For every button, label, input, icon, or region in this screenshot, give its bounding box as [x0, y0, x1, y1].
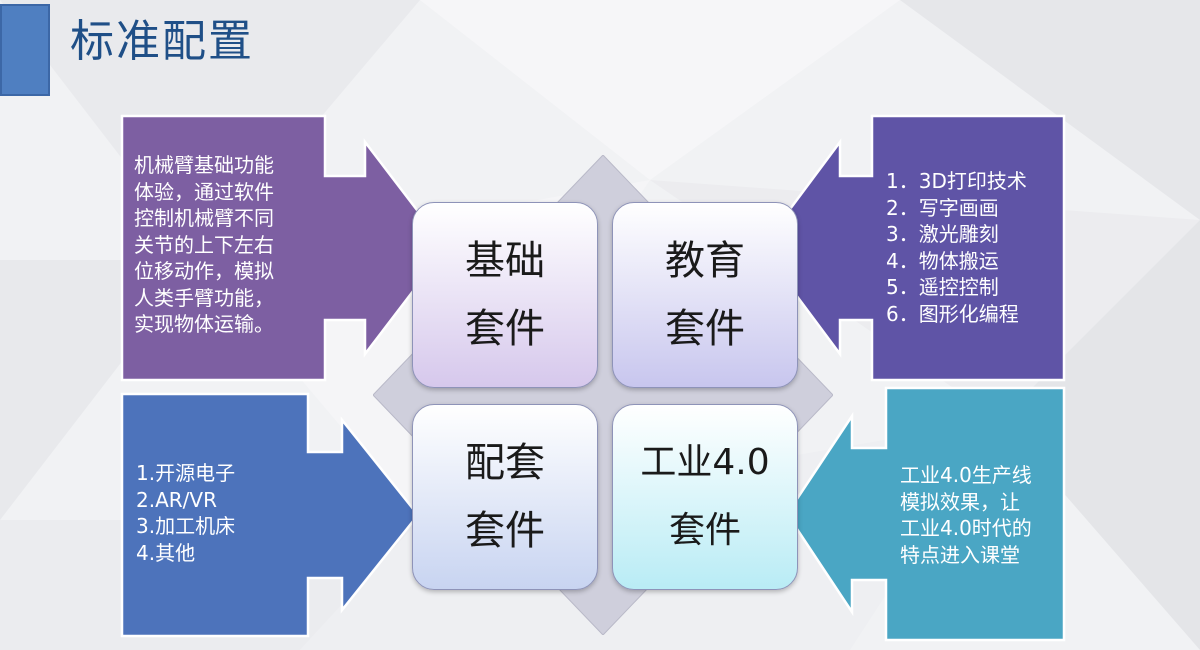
quadrant-education-line1: 教育	[665, 238, 745, 284]
callout-support-line: 1.开源电子	[136, 461, 236, 485]
callout-industry-line: 模拟效果，让	[900, 489, 1020, 514]
callout-basic-line: 实现物体运输。	[134, 312, 274, 336]
callout-support-shape	[120, 392, 420, 638]
callout-support-line: 4.其他	[136, 540, 196, 565]
callout-education-line: 5．遥控控制	[886, 275, 999, 299]
callout-basic-line: 关节的上下左右	[134, 232, 274, 257]
callout-basic-line: 控制机械臂不同	[134, 206, 274, 230]
quadrant-support-kit: 配套 套件	[412, 404, 598, 590]
callout-basic-line: 体验，通过软件	[134, 179, 274, 204]
quadrant-education-kit: 教育 套件	[612, 202, 798, 388]
page-title: 标准配置	[70, 16, 254, 67]
quadrant-basic-line1: 基础	[465, 238, 545, 284]
callout-education-line: 4．物体搬运	[886, 248, 999, 273]
callout-support-line: 2.AR/VR	[136, 487, 217, 512]
callout-education-line: 1．3D打印技术	[886, 169, 1027, 193]
callout-education-line: 6．图形化编程	[886, 301, 1019, 326]
callout-industry-line: 特点进入课堂	[900, 542, 1020, 567]
title-accent-bar	[0, 4, 50, 96]
quadrant-basic-line2: 套件	[465, 306, 545, 352]
callout-support: 1.开源电子 2.AR/VR 3.加工机床 4.其他	[120, 392, 422, 638]
callout-education-line: 3．激光雕刻	[886, 222, 999, 246]
callout-education-text: 1．3D打印技术 2．写字画画 3．激光雕刻 4．物体搬运 5．遥控控制 6．图…	[886, 168, 1027, 327]
callout-basic-line: 机械臂基础功能	[134, 153, 274, 177]
callout-industry-shape	[785, 386, 1066, 642]
callout-support-line: 3.加工机床	[136, 514, 236, 538]
callout-basic-shape	[120, 114, 448, 382]
callout-basic-line: 人类手臂功能，	[134, 285, 274, 310]
callout-industry-line: 工业4.0生产线	[900, 463, 1032, 487]
callout-basic: 机械臂基础功能 体验，通过软件 控制机械臂不同 关节的上下左右 位移动作，模拟 …	[120, 114, 450, 382]
quadrant-education-line2: 套件	[665, 306, 745, 352]
callout-education: 1．3D打印技术 2．写字画画 3．激光雕刻 4．物体搬运 5．遥控控制 6．图…	[758, 114, 1066, 382]
callout-basic-text: 机械臂基础功能 体验，通过软件 控制机械臂不同 关节的上下左右 位移动作，模拟 …	[134, 152, 274, 338]
callout-industry-text: 工业4.0生产线 模拟效果，让 工业4.0时代的 特点进入课堂	[900, 462, 1032, 568]
callout-industry: 工业4.0生产线 模拟效果，让 工业4.0时代的 特点进入课堂	[784, 386, 1066, 642]
callout-education-shape	[759, 114, 1066, 382]
quadrant-industry-line1: 工业4.0	[640, 442, 770, 483]
quadrant-support-line2: 套件	[465, 508, 545, 554]
quadrant-industry-kit: 工业4.0 套件	[612, 404, 798, 590]
quadrant-industry-line2: 套件	[668, 510, 741, 551]
callout-support-text: 1.开源电子 2.AR/VR 3.加工机床 4.其他	[136, 460, 235, 566]
callout-industry-line: 工业4.0时代的	[900, 516, 1032, 540]
quadrant-support-line1: 配套	[465, 440, 545, 486]
quadrant-basic-kit: 基础 套件	[412, 202, 598, 388]
callout-basic-line: 位移动作，模拟	[134, 259, 274, 283]
callout-education-line: 2．写字画画	[886, 195, 999, 220]
